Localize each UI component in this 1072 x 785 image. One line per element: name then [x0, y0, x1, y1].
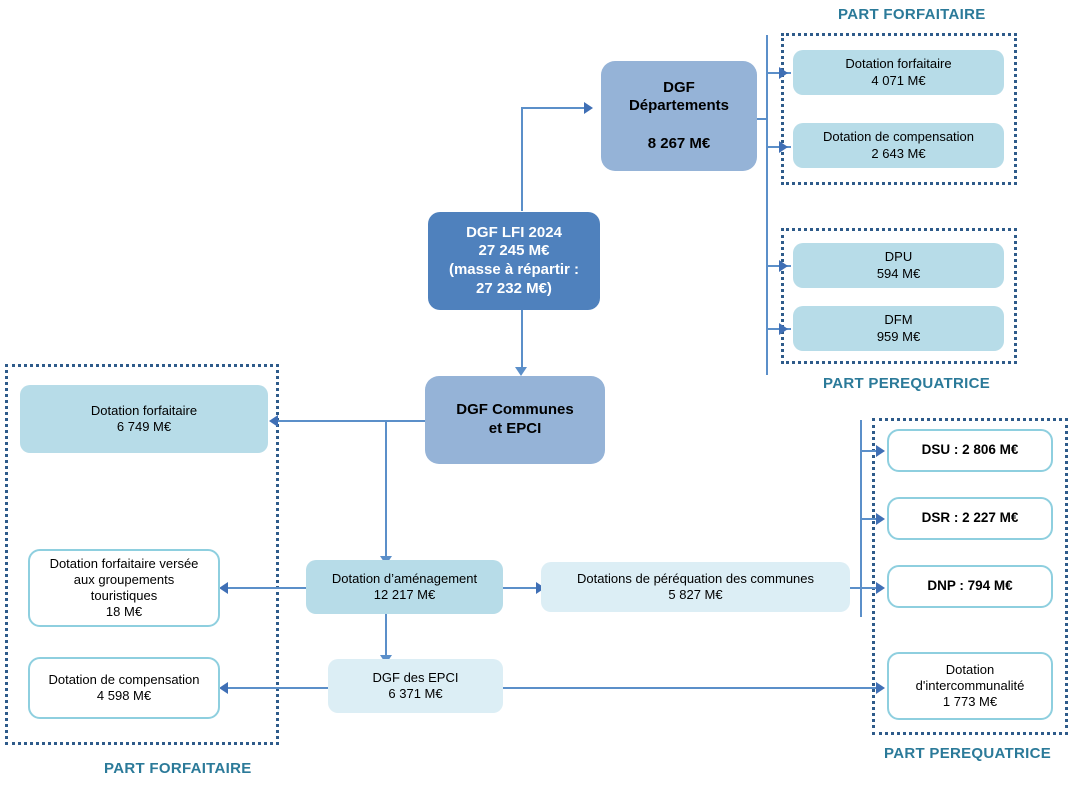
node-dsu-label: DSU : 2 806 M€ [921, 442, 1019, 458]
node-groupements-touristiques-label: Dotation forfaitaire versée aux groupeme… [49, 555, 199, 620]
node-departements-dotation-forfaitaire-label: Dotation forfaitaire 4 071 M€ [845, 56, 952, 88]
node-communes-dotation-compensation-label: Dotation de compensation 4 598 M€ [48, 671, 200, 703]
arrowhead-dpu [779, 260, 788, 272]
connector-epci-to-intercommunalite [503, 687, 881, 689]
group-frame-part-perequatrice-communes [872, 418, 1068, 735]
node-communes-dotation-forfaitaire-label: Dotation forfaitaire 6 749 M€ [90, 402, 198, 434]
connector-root-up [521, 107, 523, 211]
arrowhead-intercommunalite [876, 682, 885, 694]
node-departements-dotation-compensation-label: Dotation de compensation 2 643 M€ [822, 129, 975, 161]
caption-part-perequatrice-bottom: PART PEREQUATRICE [884, 745, 1052, 762]
node-dgf-communes-epci-label: DGF Communes et EPCI [456, 401, 574, 437]
node-dnp[interactable]: DNP : 794 M€ [887, 565, 1053, 608]
node-communes-dotation-forfaitaire[interactable]: Dotation forfaitaire 6 749 M€ [20, 385, 268, 453]
node-dgf-des-epci[interactable]: DGF des EPCI 6 371 M€ [328, 659, 503, 713]
connector-departements-out [757, 118, 767, 120]
node-dgf-communes-epci[interactable]: DGF Communes et EPCI [425, 376, 605, 464]
arrowhead-to-communes [515, 367, 527, 376]
connector-epci-to-compensation [228, 687, 328, 689]
connector-departements-trunk [766, 35, 768, 375]
node-dotation-intercommunalite-label: Dotation d'intercommunalité 1 773 M€ [915, 661, 1025, 710]
node-departements-dotation-forfaitaire[interactable]: Dotation forfaitaire 4 071 M€ [793, 50, 1004, 95]
connector-trunk-to-dep-forfaitaire [766, 72, 791, 74]
node-dgf-departements-label: DGF Départements 8 267 M€ [628, 78, 730, 152]
arrowhead-to-departements [584, 102, 593, 114]
node-dotation-intercommunalite[interactable]: Dotation d'intercommunalité 1 773 M€ [887, 652, 1053, 720]
node-dotations-perequation-communes-label: Dotations de péréquation des communes 5 … [576, 570, 815, 602]
arrowhead-dsu [876, 445, 885, 457]
node-communes-dotation-compensation[interactable]: Dotation de compensation 4 598 M€ [28, 657, 220, 719]
node-departements-dotation-compensation[interactable]: Dotation de compensation 2 643 M€ [793, 123, 1004, 168]
node-dnp-label: DNP : 794 M€ [927, 578, 1013, 594]
node-dfm[interactable]: DFM 959 M€ [793, 306, 1004, 351]
node-dsr[interactable]: DSR : 2 227 M€ [887, 497, 1053, 540]
connector-trunk-to-dnp [860, 587, 882, 589]
arrowhead-com-forfaitaire [269, 415, 278, 427]
group-frame-part-perequatrice-departements [781, 228, 1017, 364]
connector-trunk-to-dsr [860, 518, 882, 520]
arrowhead-perequation-communes [536, 582, 545, 594]
node-dotations-perequation-communes[interactable]: Dotations de péréquation des communes 5 … [541, 562, 850, 612]
node-dpu[interactable]: DPU 594 M€ [793, 243, 1004, 288]
connector-trunk-to-dep-compensation [766, 146, 791, 148]
node-dgf-des-epci-label: DGF des EPCI 6 371 M€ [372, 669, 459, 701]
arrowhead-com-compensation [219, 682, 228, 694]
connector-trunk-to-dpu [766, 265, 791, 267]
group-frame-part-forfaitaire-departements [781, 33, 1017, 185]
arrowhead-dep-forfaitaire [779, 67, 788, 79]
node-dsr-label: DSR : 2 227 M€ [921, 510, 1019, 526]
node-groupements-touristiques[interactable]: Dotation forfaitaire versée aux groupeme… [28, 549, 220, 627]
arrowhead-touristiques [219, 582, 228, 594]
arrowhead-dfm [779, 323, 788, 335]
node-dgf-lfi-2024-label: DGF LFI 2024 27 245 M€ (masse à répartir… [448, 223, 580, 297]
node-dotation-amenagement[interactable]: Dotation d’aménagement 12 217 M€ [306, 560, 503, 614]
connector-amenagement-to-epci [385, 614, 387, 659]
arrowhead-dsr [876, 513, 885, 525]
node-dgf-departements[interactable]: DGF Départements 8 267 M€ [601, 61, 757, 171]
connector-communes-to-amenagement [385, 420, 387, 560]
caption-part-perequatrice-mid: PART PEREQUATRICE [823, 375, 991, 392]
arrowhead-dep-compensation [779, 141, 788, 153]
node-dfm-label: DFM 959 M€ [876, 312, 921, 344]
connector-trunk-to-dsu [860, 450, 882, 452]
connector-root-to-communes [521, 310, 523, 368]
caption-part-forfaitaire-top: PART FORFAITAIRE [838, 6, 986, 23]
arrowhead-dnp [876, 582, 885, 594]
group-frame-part-forfaitaire-communes [5, 364, 279, 745]
node-dpu-label: DPU 594 M€ [876, 249, 921, 281]
connector-amenagement-to-perequation [503, 587, 541, 589]
caption-part-forfaitaire-bottom: PART FORFAITAIRE [104, 760, 252, 777]
node-dgf-lfi-2024[interactable]: DGF LFI 2024 27 245 M€ (masse à répartir… [428, 212, 600, 310]
node-dsu[interactable]: DSU : 2 806 M€ [887, 429, 1053, 472]
node-dotation-amenagement-label: Dotation d’aménagement 12 217 M€ [331, 570, 478, 602]
connector-communes-to-forfaitaire [278, 420, 425, 422]
connector-amenagement-to-touristiques [228, 587, 306, 589]
connector-trunk-to-dfm [766, 328, 791, 330]
connector-root-to-departements [521, 107, 584, 109]
